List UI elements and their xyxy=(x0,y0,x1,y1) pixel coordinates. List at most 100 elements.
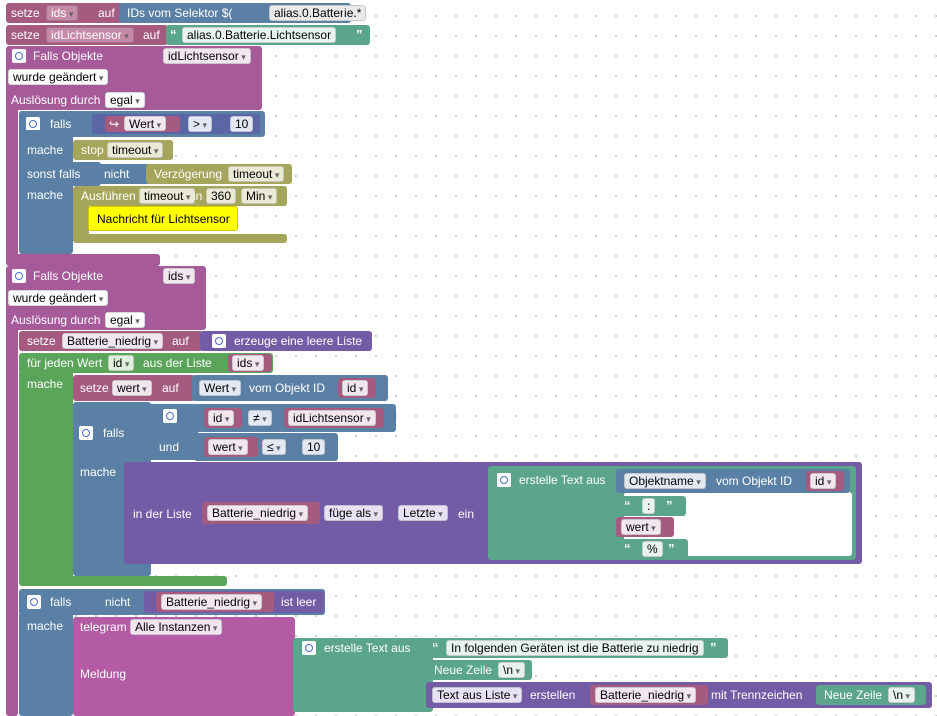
wert-dropdown[interactable]: wert xyxy=(208,439,248,455)
prop-dropdown[interactable]: Wert xyxy=(199,380,242,396)
foreach-list-getter[interactable]: ids xyxy=(228,354,272,372)
selector-block[interactable]: IDs vom Selektor $( alias.0.Batterie.* ) xyxy=(119,3,367,23)
line1-string-block[interactable]: “ In folgenden Geräten ist die Batterie … xyxy=(426,638,728,658)
gear-icon[interactable] xyxy=(302,641,316,655)
batterie-dropdown[interactable]: Batterie_niedrig xyxy=(207,505,309,521)
telegram-block[interactable]: telegram Alle Instanzen Meldung xyxy=(73,617,295,716)
objname-dropdown[interactable]: Objektname xyxy=(624,473,706,489)
batterie-getter[interactable]: Batterie_niedrig xyxy=(590,685,708,705)
foreach-list-dropdown[interactable]: ids xyxy=(232,355,265,371)
trigger1-value-dropdown[interactable]: egal xyxy=(105,92,145,108)
set-batterie-block[interactable]: setze Batterie_niedrig auf xyxy=(19,331,203,351)
var-batterie-dropdown[interactable]: Batterie_niedrig xyxy=(62,333,164,349)
not-block[interactable]: nicht xyxy=(92,164,152,184)
nl2-dropdown[interactable]: \n xyxy=(888,687,916,703)
trigger1-changed-dropdown[interactable]: wurde geändert xyxy=(8,69,109,85)
not2-block[interactable]: nicht xyxy=(94,591,150,613)
set-ids-block[interactable]: setze ids auf xyxy=(6,3,123,23)
stop-block[interactable]: stop timeout xyxy=(73,140,173,160)
trigger2-value-dropdown[interactable]: egal xyxy=(105,312,145,328)
string-value-field[interactable]: alias.0.Batterie.Lichtsensor xyxy=(182,27,337,43)
get-state-block[interactable]: Wert vom Objekt ID id xyxy=(192,375,388,401)
op-dropdown[interactable]: > xyxy=(188,116,213,132)
var-wert-dropdown[interactable]: wert xyxy=(112,380,152,396)
delay-var-dropdown[interactable]: timeout xyxy=(228,166,285,182)
idlicht-getter[interactable]: idLichtsensor xyxy=(284,408,384,428)
and-block[interactable]: und xyxy=(148,404,198,460)
id-getter[interactable]: id xyxy=(204,408,242,428)
text-string-block[interactable]: “ alias.0.Batterie.Lichtsensor ” xyxy=(166,25,370,45)
foreach-head[interactable]: für jeden Wert id aus der Liste xyxy=(19,353,273,373)
colon-string-block[interactable]: “ : ” xyxy=(616,496,686,516)
id-dropdown[interactable]: id xyxy=(810,473,837,489)
gear-icon[interactable] xyxy=(12,49,26,63)
position-dropdown[interactable]: Letzte xyxy=(398,505,448,521)
unit-dropdown[interactable]: Min xyxy=(241,188,278,204)
wert-getter2[interactable]: wert xyxy=(616,517,674,537)
comment-block[interactable]: Nachricht für Lichtsensor xyxy=(88,206,238,231)
batterie-getter[interactable]: Batterie_niedrig xyxy=(156,592,274,612)
pct-string-block[interactable]: “ % ” xyxy=(616,539,688,559)
delay-block[interactable]: Verzögerung timeout xyxy=(146,164,292,184)
run-block[interactable]: Ausführen timeout in 360 Min xyxy=(73,186,287,206)
wert-dropdown[interactable]: wert xyxy=(621,519,661,535)
trigger1-block[interactable]: Falls Objekte idLichtsensor wurde geände… xyxy=(6,46,262,110)
var-idlicht-dropdown[interactable]: idLichtsensor xyxy=(46,27,134,43)
newline-block[interactable]: Neue Zeile \n xyxy=(426,660,532,680)
stop-var-dropdown[interactable]: timeout xyxy=(107,142,164,158)
cmp2-block[interactable]: wert ≤ 10 xyxy=(194,433,338,461)
line1-field[interactable]: In folgenden Geräten ist die Batterie zu… xyxy=(446,640,704,656)
gear-icon[interactable] xyxy=(212,334,226,348)
nl-dropdown[interactable]: \n xyxy=(498,662,526,678)
foreach-var-dropdown[interactable]: id xyxy=(108,355,135,371)
join-mode-dropdown[interactable]: Text aus Liste xyxy=(432,687,523,703)
join-list-block[interactable]: Text aus Liste erstellen Batterie_niedri… xyxy=(426,682,932,708)
idlicht-dropdown[interactable]: idLichtsensor xyxy=(288,410,376,426)
run-var-dropdown[interactable]: timeout xyxy=(139,188,196,204)
compare-block[interactable]: ↪ Wert > 10 xyxy=(92,114,260,134)
batterie-dropdown[interactable]: Batterie_niedrig xyxy=(595,687,697,703)
wert-getter[interactable]: wert xyxy=(204,437,258,457)
setze-label: setze xyxy=(11,28,40,42)
gear-icon[interactable] xyxy=(12,269,26,283)
empty-list-block[interactable]: erzeuge eine leere Liste xyxy=(200,331,372,351)
trigger1-object-dropdown[interactable]: idLichtsensor xyxy=(163,48,251,64)
get-name-block[interactable]: Objektname vom Objekt ID id xyxy=(616,469,850,493)
id-dropdown[interactable]: id xyxy=(208,410,235,426)
var-ids-dropdown[interactable]: ids xyxy=(46,5,79,21)
num-field[interactable]: 10 xyxy=(302,439,326,455)
pct-field[interactable]: % xyxy=(642,541,663,557)
wert-dropdown[interactable]: Wert xyxy=(124,116,167,131)
gear-icon[interactable] xyxy=(163,409,177,423)
join1-label: erstelle Text aus xyxy=(519,473,606,487)
gear-icon[interactable] xyxy=(27,595,41,609)
colon-field[interactable]: : xyxy=(642,498,656,514)
trigger2-object-dropdown[interactable]: ids xyxy=(163,268,196,284)
batterie-dropdown[interactable]: Batterie_niedrig xyxy=(161,594,263,610)
gear-icon[interactable] xyxy=(497,473,511,487)
time-field[interactable]: 360 xyxy=(206,188,237,204)
instances-dropdown[interactable]: Alle Instanzen xyxy=(130,619,223,635)
batterie-getter[interactable]: Batterie_niedrig xyxy=(202,502,320,524)
id-dropdown[interactable]: id xyxy=(342,380,369,396)
le-dropdown[interactable]: ≤ xyxy=(262,439,286,455)
set-idlicht-block[interactable]: setze idLichtsensor auf xyxy=(6,25,168,45)
set-wert-block[interactable]: setze wert auf xyxy=(73,375,195,401)
trigger2-block[interactable]: Falls Objekte ids wurde geändert Auslösu… xyxy=(6,266,206,330)
add-mode-dropdown[interactable]: füge als xyxy=(324,505,384,521)
trigger2-changed-dropdown[interactable]: wurde geändert xyxy=(8,290,109,306)
wert-getter[interactable]: ↪ Wert xyxy=(105,116,180,132)
cmp1-block[interactable]: id ≠ idLichtsensor xyxy=(194,404,396,432)
setze-label: setze xyxy=(80,381,109,395)
isempty-block[interactable]: Batterie_niedrig ist leer xyxy=(144,591,324,613)
num-field[interactable]: 10 xyxy=(230,116,254,132)
ne-dropdown[interactable]: ≠ xyxy=(248,410,272,426)
selector-value-field[interactable]: alias.0.Batterie.* xyxy=(269,5,367,21)
if1-elseif: sonst falls xyxy=(27,167,81,181)
join2-block[interactable]: erstelle Text aus xyxy=(293,638,433,712)
newline2-block[interactable]: Neue Zeile \n xyxy=(816,685,926,705)
gear-icon[interactable] xyxy=(26,117,40,131)
id-getter[interactable]: id xyxy=(806,471,844,491)
gear-icon[interactable] xyxy=(79,426,93,440)
id-getter[interactable]: id xyxy=(338,378,376,398)
